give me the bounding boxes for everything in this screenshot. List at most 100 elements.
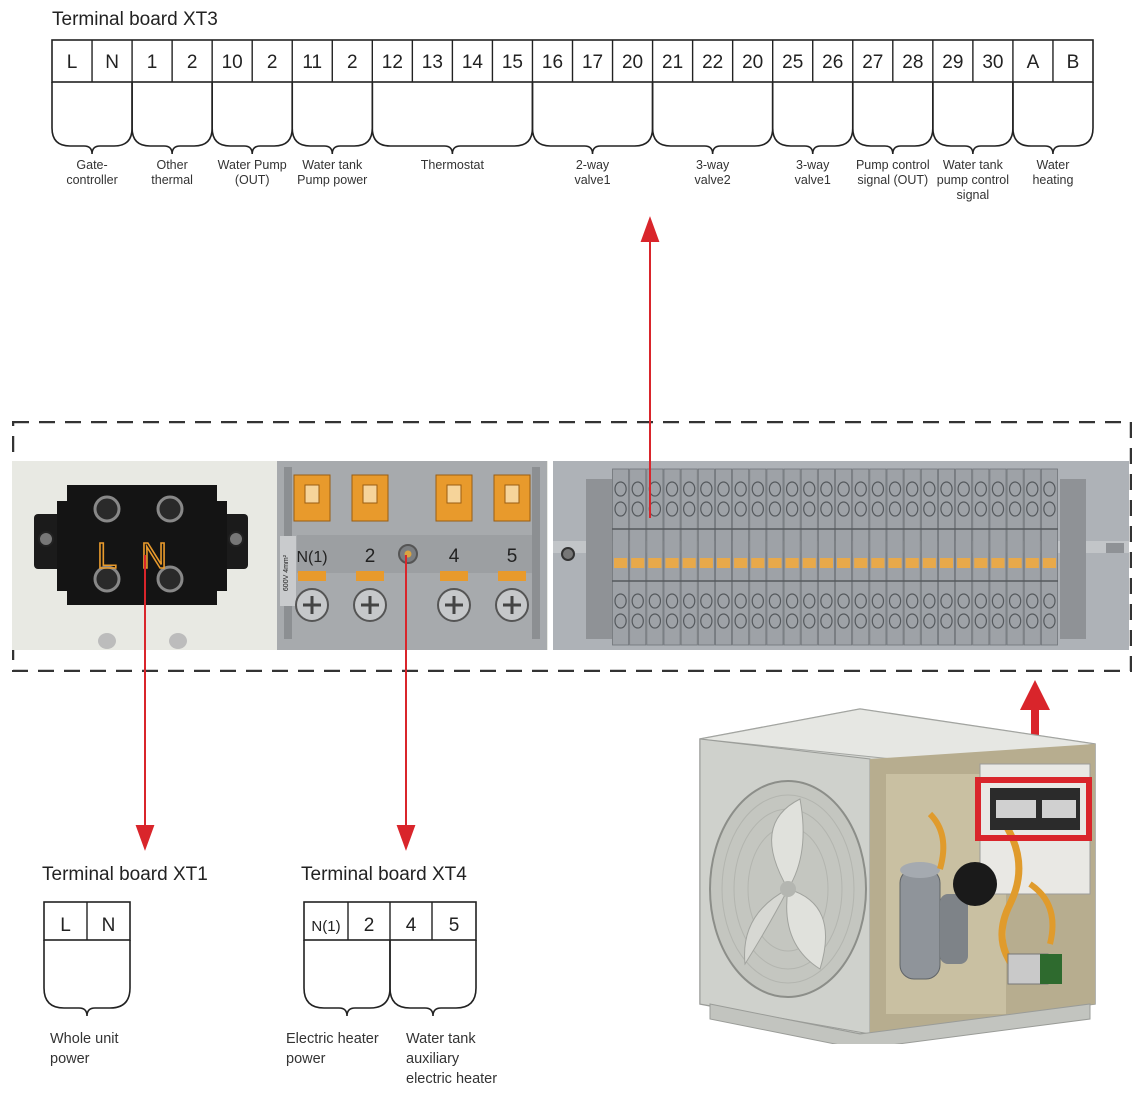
xt3-terminal-label: 12 <box>382 52 403 73</box>
xt3-rail-marker <box>854 558 868 568</box>
xt4-block-label: N(1) <box>296 549 327 566</box>
xt3-group-label: Thermostat <box>420 158 484 172</box>
xt3-group-bracket <box>211 82 294 155</box>
xt4-terminal-label: N(1) <box>311 918 340 935</box>
xt3-group-bracket <box>651 82 774 155</box>
xt3-terminal-label: 14 <box>462 52 484 73</box>
xt3-rail-marker <box>1025 558 1039 568</box>
xt3-terminal-label: 1 <box>147 52 158 73</box>
xt3-terminal-label: 13 <box>422 52 443 73</box>
xt3-terminal-label: 11 <box>302 52 322 73</box>
xt4-title: Terminal board XT4 <box>301 864 467 885</box>
xt3-group-label: Water tank pump control signal <box>936 158 1010 202</box>
xt3-terminal-label: B <box>1067 52 1080 73</box>
xt1-block-letter-l: L <box>97 535 117 576</box>
xt3-terminal-label: 26 <box>822 52 843 73</box>
xt3-terminal-label: 21 <box>662 52 683 73</box>
xt3-terminal-label: 15 <box>502 52 523 73</box>
xt3-rail-marker <box>751 558 765 568</box>
xt3-rail-marker <box>888 558 902 568</box>
xt4-terminal-label: 2 <box>364 915 375 936</box>
xt1-block-icon: L N <box>34 485 248 649</box>
xt3-terminal-label: 17 <box>582 52 603 73</box>
xt3-group-bracket <box>51 82 133 155</box>
xt3-rail-marker <box>837 558 851 568</box>
xt3-group-bracket <box>851 82 934 155</box>
xt3-rail-marker <box>819 558 833 568</box>
xt3-terminal-label: 22 <box>702 52 723 73</box>
xt3-group-bracket <box>131 82 213 155</box>
xt3-terminal-label: 2 <box>187 52 198 73</box>
xt3-rail-marker <box>974 558 988 568</box>
xt1-terminal-label: N <box>102 915 116 936</box>
xt3-terminal-label: L <box>67 52 78 73</box>
xt3-rail-marker <box>905 558 919 568</box>
xt3-group-bracket <box>531 82 654 155</box>
xt1-title: Terminal board XT1 <box>42 864 208 885</box>
xt3-group-bracket <box>771 82 854 155</box>
xt3-terminal-label: A <box>1027 52 1040 73</box>
xt4-block-label: 2 <box>365 546 376 567</box>
xt3-rail-marker <box>785 558 799 568</box>
xt4-terminal-label: 5 <box>449 915 460 936</box>
heat-pump-outdoor-unit-icon <box>699 708 1096 1044</box>
xt3-rail-marker <box>1008 558 1022 568</box>
xt3-rail-marker <box>699 558 713 568</box>
xt3-rail-marker <box>716 558 731 568</box>
xt1-terminal-label: L <box>60 915 71 936</box>
xt3-rail-marker <box>939 558 954 568</box>
arrow-to-xt3-head <box>640 216 660 242</box>
xt3-terminal-label: 20 <box>742 52 763 73</box>
xt3-group-bracket <box>291 82 374 155</box>
xt4-block-label: 4 <box>449 546 460 567</box>
xt3-terminal-label: 29 <box>942 52 963 73</box>
xt4-label-electric-heater: Electric heater power <box>286 1031 379 1067</box>
xt3-group-label: 3-way valve1 <box>794 158 831 187</box>
xt4-terminal-label: 4 <box>406 915 417 936</box>
xt3-terminal-label: 20 <box>622 52 643 73</box>
xt3-terminal-label: 30 <box>982 52 1003 73</box>
arrow-from-unit-head <box>1020 680 1050 710</box>
xt3-terminal-label: 27 <box>862 52 883 73</box>
xt3-group-label: 3-way valve2 <box>694 158 731 187</box>
xt3-rail-marker <box>991 558 1005 568</box>
xt3-rail-marker <box>648 558 662 568</box>
xt3-rail-marker <box>768 558 782 568</box>
arrow-to-xt4-head <box>396 825 416 851</box>
xt3-rail-marker <box>1042 558 1056 568</box>
xt4-block-label: 5 <box>507 546 518 567</box>
xt3-rail-marker <box>957 558 971 568</box>
xt1-label: Whole unit power <box>50 1031 119 1067</box>
xt4-label-water-tank-heater: Water tank auxiliary electric heater <box>406 1031 498 1087</box>
xt3-rail-marker <box>922 558 936 568</box>
xt3-rail-marker <box>682 558 696 568</box>
xt4-group-bracket <box>303 940 391 1017</box>
xt3-group-label: Water Pump (OUT) <box>217 158 287 187</box>
xt3-group-label: Water tank Pump power <box>297 158 368 187</box>
xt3-rail-block-icon <box>553 461 1129 650</box>
xt3-terminal-label: 10 <box>222 52 243 73</box>
xt3-rail-marker <box>802 558 816 568</box>
xt3-terminal-label: 28 <box>902 52 923 73</box>
xt3-terminal-label: 25 <box>782 52 803 73</box>
xt3-terminal-label: 16 <box>542 52 563 73</box>
xt4-board: N(1) 2 4 5 <box>303 901 477 1017</box>
xt3-group-label: Pump control signal (OUT) <box>855 158 930 187</box>
xt3-terminal-label: 2 <box>347 52 358 73</box>
xt3-rail-marker <box>871 558 885 568</box>
xt3-rail-marker <box>614 558 628 568</box>
xt3-title: Terminal board XT3 <box>52 9 218 30</box>
arrow-to-xt1-head <box>135 825 155 851</box>
xt3-rail-marker <box>631 558 645 568</box>
xt3-terminal-label: 2 <box>267 52 278 73</box>
xt3-group-label: Other thermal <box>151 158 193 187</box>
xt3-rail-marker <box>734 558 748 568</box>
xt3-group-bracket <box>932 82 1014 155</box>
xt4-group-bracket <box>389 940 477 1017</box>
xt1-group-bracket <box>43 940 131 1017</box>
